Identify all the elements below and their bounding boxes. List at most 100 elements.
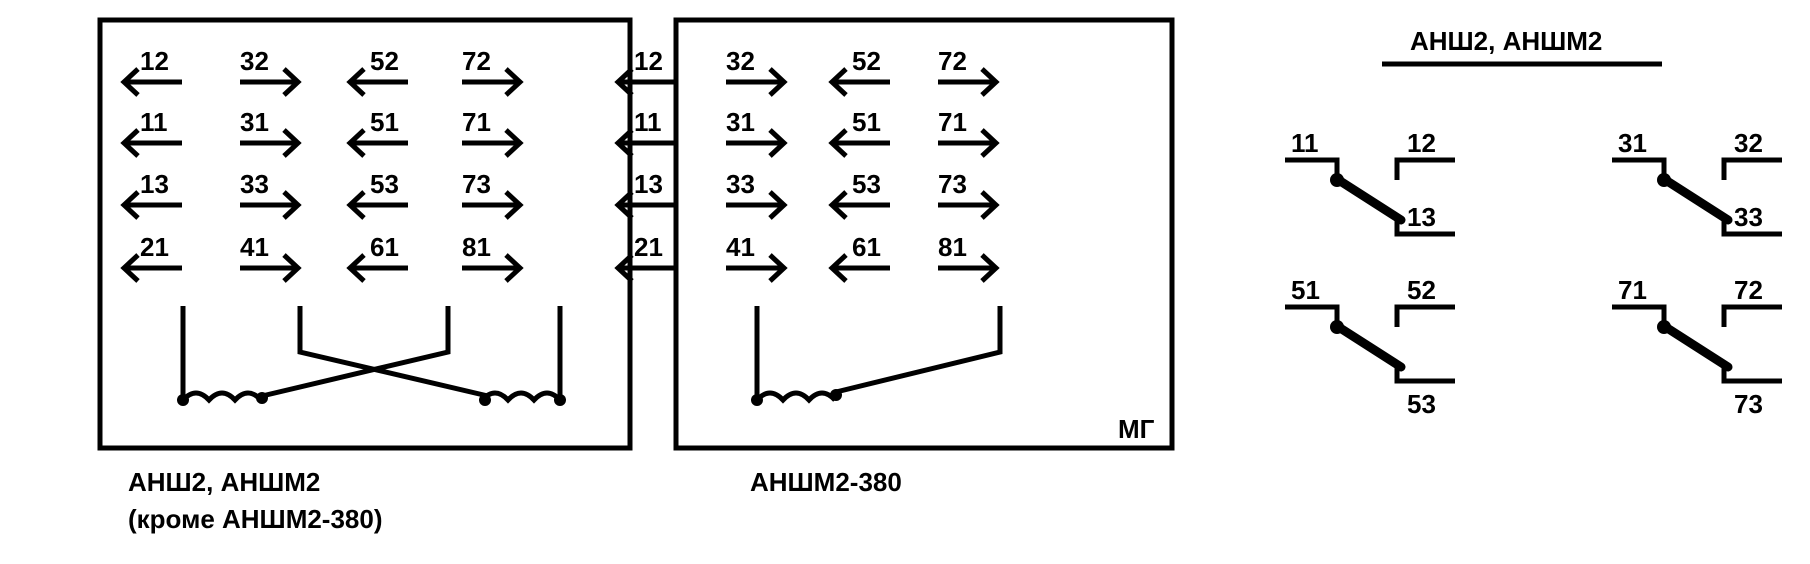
terminal-cell: 52	[832, 46, 890, 95]
terminal-label: 32	[726, 46, 755, 76]
nc-label: 32	[1734, 128, 1763, 158]
pivot-dot	[1330, 320, 1344, 334]
terminal-cell: 21	[618, 232, 676, 281]
contacts-title: АНШ2, АНШМ2	[1410, 26, 1602, 56]
coil-right	[480, 390, 562, 404]
no-terminal-line	[1721, 365, 1782, 384]
terminal-cell: 52	[350, 46, 408, 95]
terminal-cell: 73	[938, 169, 996, 218]
terminal-cell: 33	[240, 169, 298, 218]
terminal-cell: 53	[350, 169, 408, 218]
coil-terminal-dot	[256, 392, 268, 404]
common-label: 51	[1291, 275, 1320, 305]
terminal-cell: 13	[124, 169, 182, 218]
terminal-label: 41	[726, 232, 755, 262]
terminal-cell: 41	[240, 232, 298, 281]
left-caption-line2: (кроме АНШМ2-380)	[128, 504, 383, 534]
terminal-cell: 71	[462, 107, 520, 156]
common-terminal-line	[1612, 304, 1667, 321]
coil-terminal-dot	[554, 394, 566, 406]
common-terminal-line	[1285, 157, 1340, 174]
terminal-cell: 31	[726, 107, 784, 156]
terminal-label: 53	[852, 169, 881, 199]
nc-terminal-line	[1721, 157, 1782, 180]
terminal-cell: 11	[124, 107, 182, 156]
contact-blade	[1659, 321, 1733, 372]
corner-label: МГ	[1118, 414, 1155, 444]
terminal-label: 33	[726, 169, 755, 199]
terminal-label: 81	[462, 232, 491, 262]
terminal-label: 11	[634, 107, 662, 137]
terminal-cell: 81	[938, 232, 996, 281]
left-wiring	[177, 306, 566, 406]
coil-terminal-dot	[177, 394, 189, 406]
terminal-label: 31	[726, 107, 755, 137]
middle-wiring	[751, 306, 1003, 406]
pivot-dot	[1657, 173, 1671, 187]
terminal-cell: 72	[462, 46, 520, 95]
terminal-label: 51	[370, 107, 399, 137]
contact-blade	[1332, 174, 1406, 225]
contact-blade	[1659, 174, 1733, 225]
terminal-cell: 12	[618, 46, 676, 95]
terminal-cell: 71	[938, 107, 996, 156]
no-label: 33	[1734, 202, 1763, 232]
contact-blade	[1332, 321, 1406, 372]
no-label: 73	[1734, 389, 1763, 419]
left-terminal-diagram: 12 32 52 72 11 31 51 71 13 33 53 73 21 41 61 81 АНШ2, А…	[97, 17, 633, 534]
terminal-cell: 41	[726, 232, 784, 281]
terminal-label: 51	[852, 107, 881, 137]
coil	[755, 390, 837, 404]
terminal-label: 41	[240, 232, 269, 262]
terminal-label: 53	[370, 169, 399, 199]
terminal-cell: 21	[124, 232, 182, 281]
terminal-cell: 32	[726, 46, 784, 95]
middle-caption: АНШМ2-380	[750, 467, 902, 497]
terminal-label: 12	[140, 46, 169, 76]
terminal-cell: 61	[832, 232, 890, 281]
middle-terminal-grid: 12 32 52 72 11 31 51 71 13 33 53 73 21 41 61 81	[618, 46, 996, 281]
terminal-cell: 51	[350, 107, 408, 156]
wire-61-cross	[261, 306, 451, 399]
terminal-cell: 32	[240, 46, 298, 95]
terminal-label: 71	[462, 107, 491, 137]
terminal-label: 32	[240, 46, 269, 76]
wire-61	[835, 306, 1003, 395]
pivot-dot	[1657, 320, 1671, 334]
common-label: 71	[1618, 275, 1647, 305]
terminal-label: 31	[240, 107, 269, 137]
common-terminal-line	[1285, 304, 1340, 321]
middle-panel-frame	[673, 17, 1175, 451]
nc-label: 52	[1407, 275, 1436, 305]
nc-label: 12	[1407, 128, 1436, 158]
terminal-label: 72	[462, 46, 491, 76]
no-terminal-line	[1721, 218, 1782, 237]
terminal-cell: 73	[462, 169, 520, 218]
nc-terminal-line	[1394, 304, 1455, 327]
terminal-cell: 12	[124, 46, 182, 95]
no-terminal-line	[1394, 365, 1455, 384]
no-label: 13	[1407, 202, 1436, 232]
terminal-label: 33	[240, 169, 269, 199]
terminal-label: 21	[634, 232, 663, 262]
terminal-label: 21	[140, 232, 169, 262]
terminal-label: 71	[938, 107, 967, 137]
middle-terminal-diagram: 12 32 52 72 11 31 51 71 13 33 53 73 21 41 61 81 МГ АНШМ…	[618, 17, 1175, 497]
left-caption-line1: АНШ2, АНШМ2	[128, 467, 320, 497]
nc-terminal-line	[1394, 157, 1455, 180]
terminal-cell: 72	[938, 46, 996, 95]
terminal-label: 52	[370, 46, 399, 76]
terminal-label: 12	[634, 46, 663, 76]
terminal-cell: 51	[832, 107, 890, 156]
terminal-cell: 13	[618, 169, 676, 218]
coil-terminal-dot	[830, 389, 842, 401]
terminal-cell: 31	[240, 107, 298, 156]
left-panel-frame	[97, 17, 633, 451]
terminal-label: 61	[370, 232, 399, 262]
pivot-dot	[1330, 173, 1344, 187]
